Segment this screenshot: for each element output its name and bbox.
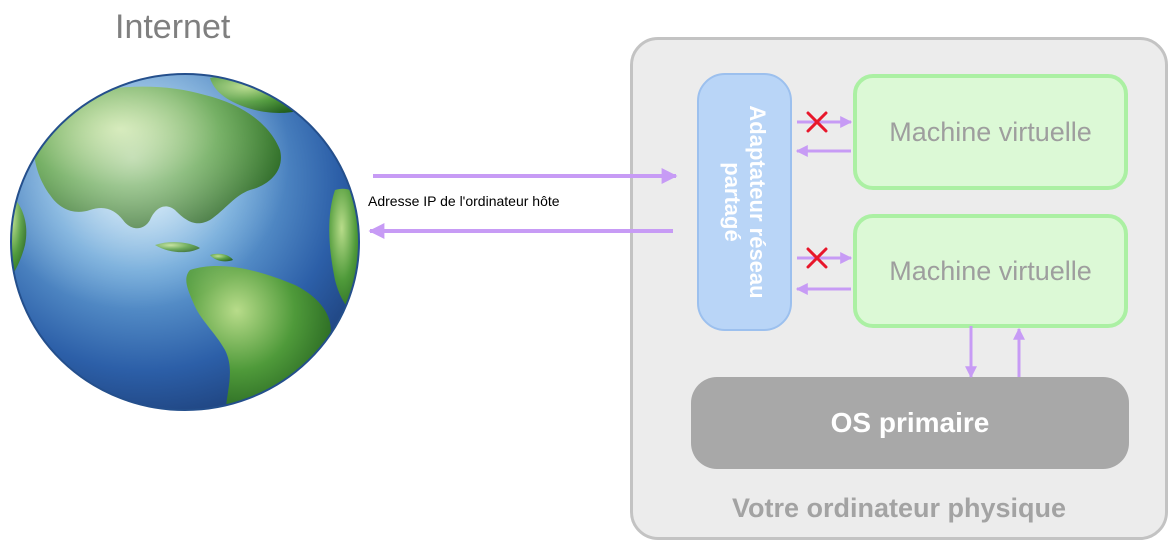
adapter-label: Adaptateur réseau partagé [720,105,770,299]
host-ip-label: Adresse IP de l'ordinateur hôte [368,193,560,209]
virtual-machine-2: Machine virtuelle [853,214,1128,328]
primary-os: OS primaire [691,377,1129,469]
virtual-machine-label: Machine virtuelle [889,255,1092,286]
virtual-machine-1: Machine virtuelle [853,74,1128,190]
primary-os-label: OS primaire [830,407,990,438]
physical-computer-label: Votre ordinateur physique [731,493,1067,523]
virtual-machine-label: Machine virtuelle [889,116,1092,147]
shared-network-adapter [697,73,792,331]
globe-icon [10,73,360,411]
internet-title: Internet [115,8,231,46]
